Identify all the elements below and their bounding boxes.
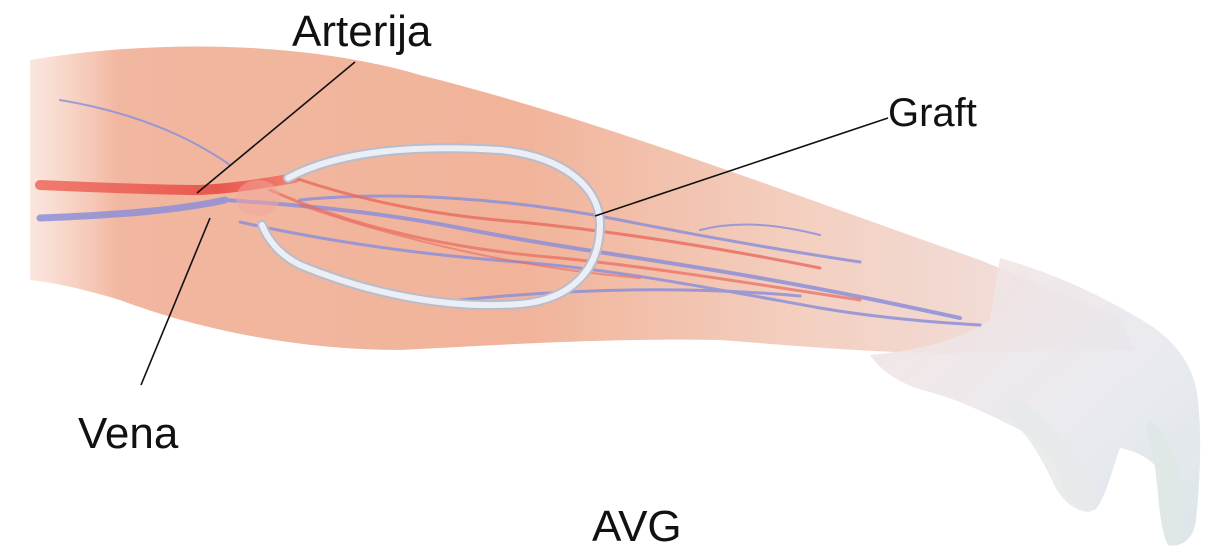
label-vena: Vena [78,412,178,456]
label-arterija: Arterija [292,10,431,54]
anastomosis-site [236,180,280,216]
caption-avg: AVG [592,505,682,549]
label-graft: Graft [888,93,977,133]
